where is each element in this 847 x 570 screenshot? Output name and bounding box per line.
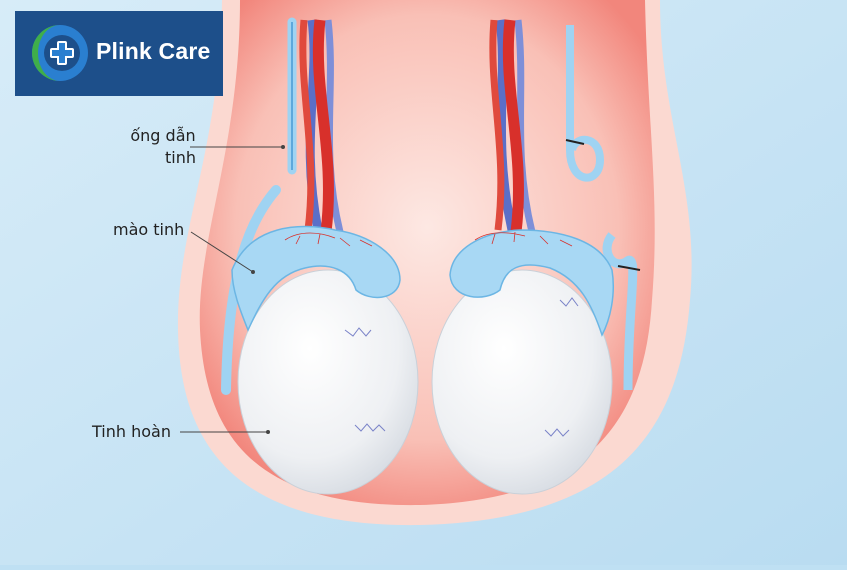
- seminiferous-tubules: [344, 297, 579, 437]
- leader-lines: [180, 146, 283, 433]
- left-spermatic-cord: [299, 19, 344, 233]
- medical-cross-globe-icon: [32, 25, 88, 81]
- label-vas-deferens-line2: tinh: [165, 148, 196, 167]
- label-vas-deferens: ống dẫn tinh: [128, 125, 198, 169]
- right-epididymis: [449, 229, 615, 337]
- label-epididymis: mào tinh: [113, 220, 185, 239]
- left-testis: [237, 269, 419, 495]
- capillaries: [284, 231, 573, 247]
- right-vas-deferens: [565, 25, 641, 391]
- right-testis: [431, 269, 613, 495]
- brand-logo: Plink Care: [15, 11, 223, 96]
- right-spermatic-cord: [489, 19, 536, 233]
- left-epididymis: [231, 225, 401, 332]
- label-testis: Tinh hoàn: [92, 422, 171, 441]
- brand-name: Plink Care: [96, 38, 211, 64]
- label-vas-deferens-line1: ống dẫn: [130, 126, 196, 145]
